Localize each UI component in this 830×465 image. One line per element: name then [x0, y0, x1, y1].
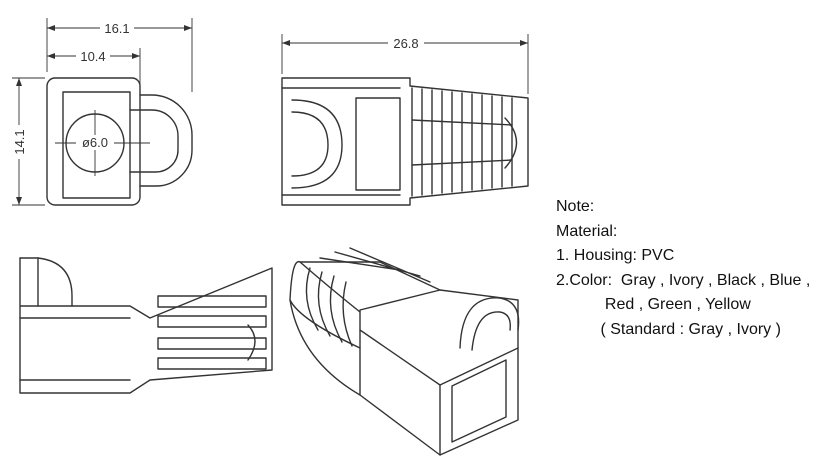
notes-panel: Note: Material: 1. Housing: PVC 2.Color:…: [556, 195, 828, 343]
dim-height: 14.1: [11, 77, 45, 206]
note-standard: ( Standard : Gray , Ivory ): [556, 320, 781, 338]
note-color: 2.Color: Gray , Ivory , Black , Blue ,: [556, 271, 811, 289]
dim-overall-width: 16.1: [46, 18, 193, 92]
top-view: [19, 257, 273, 394]
note-material: Material:: [556, 222, 618, 240]
dim-label-26-8: 26.8: [393, 36, 418, 51]
side-view: [281, 77, 529, 206]
dim-hole: ø6.0: [76, 135, 114, 150]
dim-label-14-1: 14.1: [12, 129, 27, 154]
dim-length: 26.8: [281, 34, 529, 94]
isometric-view: [289, 247, 520, 456]
note-heading: Note:: [556, 198, 595, 215]
note-color-cont: Red , Green , Yellow: [556, 296, 751, 314]
dim-label-16-1: 16.1: [104, 21, 129, 36]
note-housing: 1. Housing: PVC: [556, 247, 675, 265]
front-view: [46, 77, 193, 206]
dim-label-hole: ø6.0: [82, 135, 108, 150]
dim-inner-width: 10.4: [47, 48, 141, 90]
dim-label-10-4: 10.4: [80, 49, 105, 64]
